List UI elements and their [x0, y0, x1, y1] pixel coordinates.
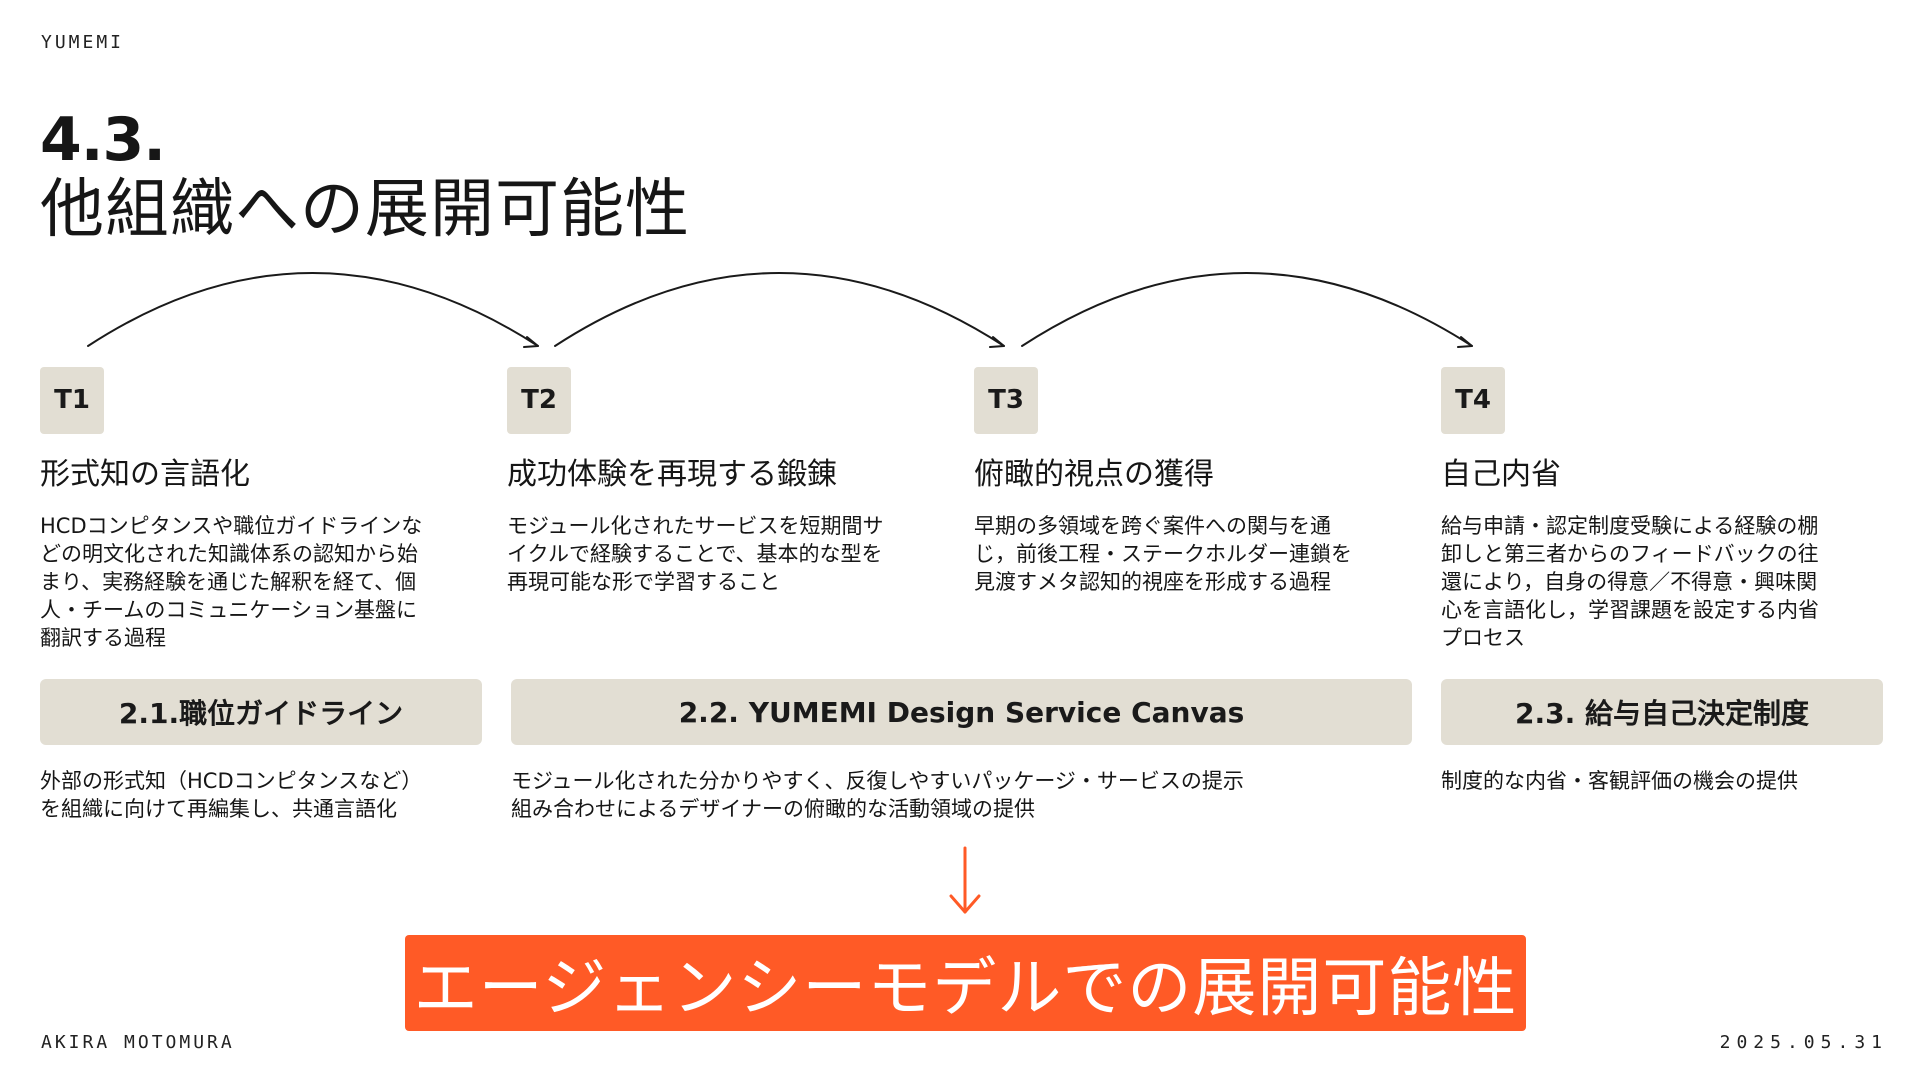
- step-badge: T3: [974, 367, 1038, 434]
- step-title: 形式知の言語化: [40, 457, 250, 492]
- arc-t2-t3-head: [989, 336, 1005, 348]
- arc-t3-t4: [1021, 272, 1473, 347]
- arc-t2-t3: [554, 272, 1005, 347]
- conclusion-banner: エージェンシーモデルでの展開可能性: [405, 935, 1526, 1031]
- step-title: 自己内省: [1441, 457, 1561, 492]
- brand-label: YUMEMI: [41, 32, 125, 53]
- step-badge: T1: [40, 367, 104, 434]
- step-t1: T1 形式知の言語化 HCDコンピタンスや職位ガイドラインな どの明文化された知…: [40, 367, 480, 652]
- step-t4: T4 自己内省 給与申請・認定制度受験による経験の棚 卸しと第三者からのフィード…: [1441, 367, 1881, 652]
- arc-t1-t2: [87, 272, 539, 347]
- step-description: 早期の多領域を跨ぐ案件への関与を通 じ，前後工程・ステークホルダー連鎖を 見渡す…: [974, 514, 1352, 594]
- arc-t1-t2-head: [523, 336, 539, 348]
- section-description-salary: 制度的な内省・客観評価の機会の提供: [1441, 769, 1798, 793]
- section-pill-salary: 2.3. 給与自己決定制度: [1441, 679, 1883, 745]
- step-t3: T3 俯瞰的視点の獲得 早期の多領域を跨ぐ案件への関与を通 じ，前後工程・ステー…: [974, 367, 1414, 596]
- page-title: 他組織への展開可能性: [40, 173, 690, 247]
- section-description-canvas: モジュール化された分かりやすく、反復しやすいパッケージ・サービスの提示 組み合わ…: [511, 769, 1244, 821]
- step-badge: T4: [1441, 367, 1505, 434]
- step-title: 俯瞰的視点の獲得: [974, 457, 1214, 492]
- section-description-guideline: 外部の形式知（HCDコンピタンスなど） を組織に向けて再編集し、共通言語化: [40, 769, 423, 821]
- progression-arcs: [87, 272, 1473, 348]
- step-badge: T2: [507, 367, 571, 434]
- section-pill-guideline: 2.1.職位ガイドライン: [40, 679, 482, 745]
- step-description: モジュール化されたサービスを短期間サ イクルで経験することで、基本的な型を 再現…: [507, 514, 884, 594]
- down-arrow-icon: [949, 846, 981, 914]
- date-label: 2025.05.31: [1719, 1032, 1888, 1053]
- arc-t3-t4-head: [1457, 336, 1473, 348]
- step-description: HCDコンピタンスや職位ガイドラインな どの明文化された知識体系の認知から始 ま…: [40, 514, 423, 650]
- step-description: 給与申請・認定制度受験による経験の棚 卸しと第三者からのフィードバックの往 還に…: [1441, 514, 1819, 650]
- section-number: 4.3.: [40, 105, 166, 175]
- author-label: AKIRA MOTOMURA: [41, 1032, 235, 1053]
- section-pill-canvas: 2.2. YUMEMI Design Service Canvas: [511, 679, 1412, 745]
- step-title: 成功体験を再現する鍛錬: [507, 457, 837, 492]
- step-t2: T2 成功体験を再現する鍛錬 モジュール化されたサービスを短期間サ イクルで経験…: [507, 367, 947, 596]
